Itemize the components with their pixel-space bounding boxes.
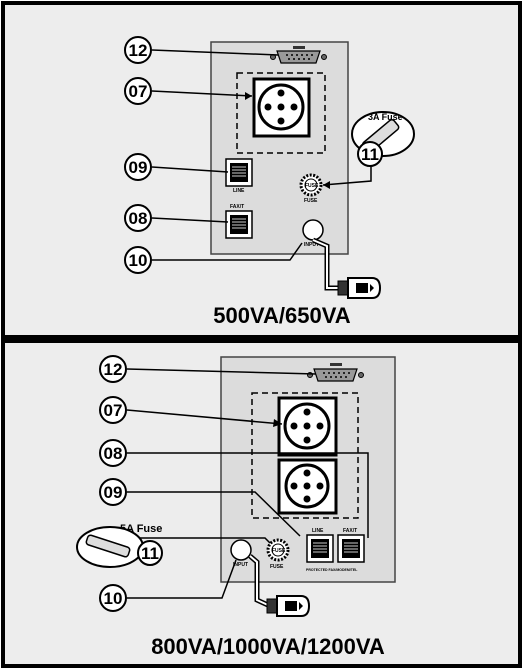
top-serial-port [270,46,327,64]
top-outlet-dashed-box [236,72,326,154]
svg-text:08: 08 [129,209,148,228]
bottom-callout-11: 11 [141,544,159,563]
top-fuse-holder: FUSE FUSE [299,173,323,204]
svg-text:12: 12 [129,41,148,60]
bottom-callout-08: 08 [99,439,127,467]
bottom-input-label: INPUT [233,562,248,568]
top-fuse-rating: 3A Fuse [368,112,403,122]
top-leader-arrows [245,92,330,189]
bottom-line-label: LINE [312,528,324,534]
bottom-fax-jack: FAX/T [337,528,365,563]
bottom-fax-label: FAX/T [343,528,357,534]
top-line-label: LINE [233,188,245,194]
bottom-power-input: INPUT [230,539,311,617]
top-input-label: INPUT [304,242,319,248]
top-callout-10: 10 [124,246,152,274]
bottom-fuse-holder: FUSE FUSE [266,538,290,570]
top-panel: LINE FAX/T FUSE FUSE INPUT [1,1,522,339]
top-callout-11: 11 [361,145,379,164]
top-callout-08: 08 [124,204,152,232]
bottom-line-jack: LINE [306,528,334,563]
top-power-input: INPUT [302,219,382,299]
bottom-leader-arrows [273,419,282,427]
top-line-jack: LINE [225,158,253,194]
bottom-outlet-socket-1 [277,396,338,457]
svg-text:12: 12 [104,360,123,379]
top-fuse-label: FUSE [304,198,318,204]
top-callout-09: 09 [124,153,152,181]
bottom-callout-10: 10 [99,584,127,612]
bottom-panel: LINE FAX/T PROTECTED FAX/MODEM/TEL FUSE … [1,339,522,668]
top-leader-lines [151,49,372,261]
bottom-fuse-label: FUSE [270,564,284,570]
top-callout-12: 12 [124,36,152,64]
svg-text:07: 07 [104,401,123,420]
top-fuse-cap-label: FUSE [305,183,319,189]
bottom-fuse-cap-label: FUSE [272,548,286,554]
top-callout-07: 07 [124,77,152,105]
bottom-protect-label: PROTECTED FAX/MODEM/TEL [306,568,358,572]
bottom-leader-lines [126,368,369,599]
top-fax-label: FAX/T [230,204,244,210]
svg-text:10: 10 [129,251,148,270]
bottom-serial-port [307,363,364,382]
bottom-callout-07: 07 [99,396,127,424]
bottom-callout-09: 09 [99,478,127,506]
bottom-outlet-dashed-box [251,392,359,519]
svg-text:07: 07 [129,82,148,101]
svg-text:09: 09 [129,158,148,177]
svg-text:08: 08 [104,444,123,463]
top-caption: 500VA/650VA [213,303,350,328]
bottom-caption: 800VA/1000VA/1200VA [151,634,385,659]
top-fuse-magnifier: 3A Fuse 11 [351,111,415,167]
top-fax-jack: FAX/T [225,204,253,239]
bottom-fuse-magnifier: 5A Fuse 11 [76,523,163,568]
bottom-callout-12: 12 [99,355,127,383]
svg-text:10: 10 [104,589,123,608]
top-outlet-socket [252,77,311,138]
bottom-outlet-socket-2 [277,458,338,515]
svg-text:09: 09 [104,483,123,502]
